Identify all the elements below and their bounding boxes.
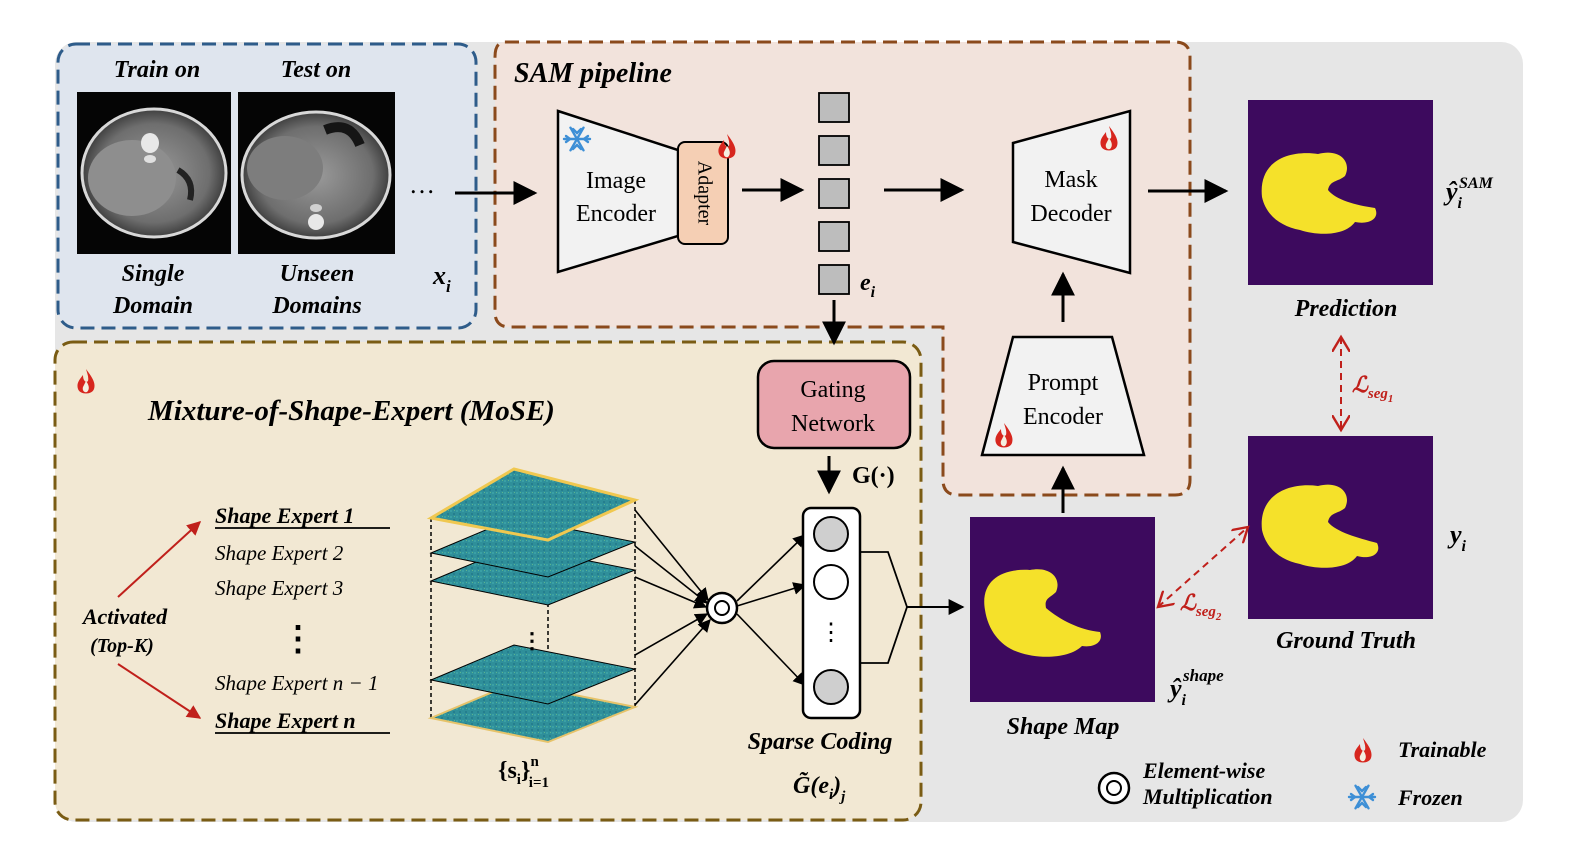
svg-text:⋮: ⋮ — [521, 628, 543, 653]
sam-pipeline-title: SAM pipeline — [514, 58, 672, 89]
activated-arrow-down — [117, 663, 202, 719]
prompt-encoder-line2: Encoder — [1023, 404, 1103, 430]
shape-expert-n-minus-1: Shape Expert n − 1 — [215, 671, 378, 695]
loss-seg2-arrow — [1158, 527, 1248, 607]
activated-arrow-up — [117, 521, 202, 598]
shape-expert-2: Shape Expert 2 — [215, 541, 344, 565]
prompt-encoder — [980, 335, 1146, 457]
single-domain-line1: Single — [122, 261, 185, 287]
shape-expert-1: Shape Expert 1 — [215, 503, 354, 528]
more-images-ellipsis: … — [409, 170, 435, 199]
input-xi-label: xi — [432, 261, 451, 296]
gating-network-line2: Network — [791, 411, 875, 437]
ground-truth-label: Ground Truth — [1276, 628, 1416, 654]
prompt-encoder-line1: Prompt — [1028, 370, 1099, 396]
activated-line1: Activated — [81, 604, 168, 629]
embedding-ei-label: ei — [860, 270, 876, 301]
loss-seg2-label: ℒseg2 — [1180, 590, 1222, 623]
legend-trainable-label: Trainable — [1398, 737, 1487, 762]
mask-decoder — [1011, 109, 1132, 275]
adapter-label: Adapter — [693, 161, 715, 226]
y-label: yi — [1447, 520, 1467, 555]
unseen-domains-line1: Unseen — [280, 261, 355, 287]
y-hat-shape-label: ŷishape — [1167, 666, 1224, 709]
shape-map-label: Shape Map — [1007, 714, 1120, 740]
legend-elementwise-line1: Element-wise — [1142, 758, 1265, 783]
sparse-coding-formula: G̃(ei)j — [793, 773, 846, 805]
gating-network — [756, 359, 912, 450]
image-encoder-line2: Encoder — [576, 201, 656, 227]
shape-expert-ellipsis: ⋮ — [281, 621, 315, 658]
expert-layer-stack: ⋮ — [426, 467, 640, 744]
single-domain-line2: Domain — [112, 293, 193, 319]
sparse-coding-label: Sparse Coding — [748, 729, 893, 755]
mask-decoder-line2: Decoder — [1030, 201, 1111, 227]
ct-image-train — [77, 92, 231, 254]
mask-decoder-line1: Mask — [1044, 167, 1097, 193]
train-on-label: Train on — [114, 57, 200, 83]
legend-elementwise-line2: Multiplication — [1142, 784, 1273, 809]
y-hat-sam-label: ŷiSAM — [1443, 175, 1494, 212]
prediction-mask — [1248, 100, 1433, 285]
ct-image-test — [238, 92, 395, 254]
svg-text:⋮: ⋮ — [819, 620, 843, 646]
layer-to-multiply-arrows — [634, 509, 711, 706]
elementwise-multiply-node — [705, 591, 739, 625]
adapter-block — [677, 141, 729, 245]
legend-frozen-label: Frozen — [1397, 785, 1463, 810]
unseen-domains-line2: Domains — [271, 293, 361, 319]
gating-function-label: G(·) — [852, 463, 895, 489]
ground-truth-mask — [1248, 436, 1433, 619]
mose-title: Mixture-of-Shape-Expert (MoSE) — [147, 395, 555, 427]
prediction-label: Prediction — [1294, 296, 1398, 322]
shape-map-mask — [970, 517, 1155, 702]
sparse-coding-vector: ⋮ — [801, 506, 862, 720]
loss-seg1-label: ℒseg1 — [1352, 372, 1393, 405]
legend-multiply-icon — [1097, 771, 1131, 805]
image-encoder-line1: Image — [586, 168, 646, 194]
activated-line2: (Top-K) — [90, 635, 154, 657]
shape-expert-3: Shape Expert 3 — [215, 576, 343, 600]
embedding-stack — [818, 92, 850, 295]
shape-expert-n: Shape Expert n — [215, 708, 356, 733]
multiply-to-sparse-arrows — [736, 534, 807, 686]
test-on-label: Test on — [281, 57, 351, 83]
gating-network-line1: Gating — [800, 377, 865, 403]
